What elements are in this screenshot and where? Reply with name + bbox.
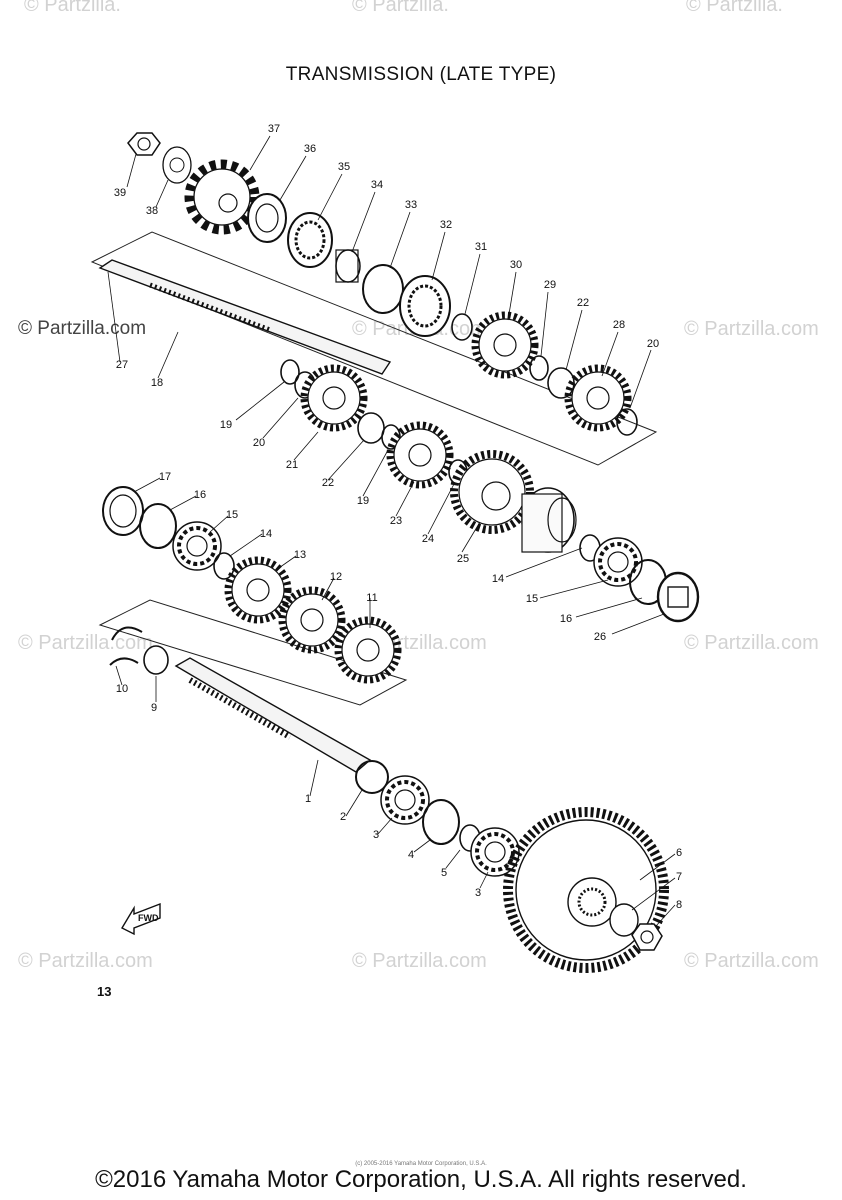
part-callout-39: 39 [114, 187, 126, 199]
washer [213, 552, 235, 580]
watermark: © Partzilla.com [684, 632, 819, 654]
part-callout-36: 36 [304, 143, 316, 155]
part-callout-5: 5 [441, 867, 447, 879]
part-callout-15: 15 [226, 509, 238, 521]
part-callout-14: 14 [260, 528, 272, 540]
copyright-footer: ©2016 Yamaha Motor Corporation, U.S.A. A… [95, 1166, 747, 1193]
part-callout-4: 4 [408, 849, 414, 861]
oil-seal [102, 486, 144, 536]
part-callout-21: 21 [286, 459, 298, 471]
part-callout-30: 30 [510, 259, 522, 271]
watermark: © Partzilla.com [18, 950, 153, 972]
part-callout-3: 3 [475, 887, 481, 899]
part-callout-16: 16 [194, 489, 206, 501]
part-callout-9: 9 [151, 702, 157, 714]
part-callout-22: 22 [577, 297, 589, 309]
part-callout-20: 20 [253, 437, 265, 449]
part-callout-10: 10 [116, 683, 128, 695]
dog-clutch-cluster [98, 590, 408, 706]
part-callout-22: 22 [322, 477, 334, 489]
gear [568, 368, 628, 428]
circlip [143, 645, 169, 675]
part-callout-31: 31 [475, 241, 487, 253]
bearing-retainer [109, 626, 143, 666]
nut [631, 923, 663, 951]
circlip [139, 503, 177, 549]
part-callout-6: 6 [676, 847, 682, 859]
circlip [529, 355, 549, 381]
bearing [287, 212, 333, 268]
part-callout-29: 29 [544, 279, 556, 291]
lock-washer [609, 903, 639, 937]
bearing [399, 275, 451, 337]
part-callout-11: 11 [366, 592, 377, 604]
part-callout-12: 12 [330, 571, 342, 583]
gear [228, 560, 288, 620]
part-callout-18: 18 [151, 377, 163, 389]
washer [451, 313, 473, 341]
watermark: © Partzilla.com [18, 632, 153, 654]
watermark: © Partzilla.com [684, 950, 819, 972]
circlip [616, 408, 638, 436]
output-shaft [174, 657, 372, 773]
part-callout-7: 7 [676, 871, 682, 883]
assembly-outline [90, 231, 658, 466]
main-shaft [98, 259, 392, 375]
watermark: © Partzilla. [352, 0, 449, 16]
watermark: © Partzilla. [686, 0, 783, 16]
circlip [362, 264, 404, 314]
watermark: © Partzilla.com [684, 318, 819, 340]
oil-seal [247, 193, 287, 243]
washer [357, 412, 385, 444]
part-callout-27: 27 [116, 359, 128, 371]
part-callout-24: 24 [422, 533, 434, 545]
part-callout-19: 19 [220, 419, 232, 431]
part-callout-3: 3 [373, 829, 379, 841]
part-callout-19: 19 [357, 495, 369, 507]
part-callout-14: 14 [492, 573, 504, 585]
bearing [379, 774, 431, 826]
lock-washer [162, 146, 192, 184]
small-copyright: (c) 2005-2016 Yamaha Motor Corporation, … [355, 1161, 487, 1167]
fwd-label: FWD [138, 913, 159, 923]
part-callout-25: 25 [457, 553, 469, 565]
part-callout-16: 16 [560, 613, 572, 625]
part-callout-17: 17 [159, 471, 171, 483]
part-callout-2: 2 [340, 811, 346, 823]
part-callout-1: 1 [305, 793, 311, 805]
part-callout-33: 33 [405, 199, 417, 211]
watermark: © Partzilla.com [18, 318, 147, 339]
leader-lines [107, 135, 676, 927]
part-callout-8: 8 [676, 899, 682, 911]
fwd-arrow-icon: FWD [121, 902, 161, 936]
part-callout-35: 35 [338, 161, 350, 173]
gear [450, 450, 534, 534]
part-callout-13: 13 [294, 549, 306, 561]
washer [355, 760, 389, 794]
part-callout-34: 34 [371, 179, 383, 191]
part-callout-26: 26 [594, 631, 606, 643]
cover-plate [656, 571, 700, 623]
part-callout-37: 37 [268, 123, 280, 135]
part-callout-23: 23 [390, 515, 402, 527]
part-callout-15: 15 [526, 593, 538, 605]
watermark: © Partzilla.com [352, 950, 487, 972]
circlip [280, 359, 300, 385]
part-callout-20: 20 [647, 338, 659, 350]
nut [127, 132, 161, 156]
bearing [592, 536, 644, 588]
page-number: 13 [97, 984, 112, 999]
drive-sprocket [184, 159, 260, 235]
part-callout-38: 38 [146, 205, 158, 217]
shift-drum [521, 487, 577, 553]
part-callout-32: 32 [440, 219, 452, 231]
gear [475, 315, 535, 375]
part-callout-28: 28 [613, 319, 625, 331]
diagram-title: TRANSMISSION (LATE TYPE) [285, 64, 557, 85]
circlip [422, 799, 460, 845]
watermark: © Partzilla. [24, 0, 121, 16]
collar [335, 249, 361, 283]
